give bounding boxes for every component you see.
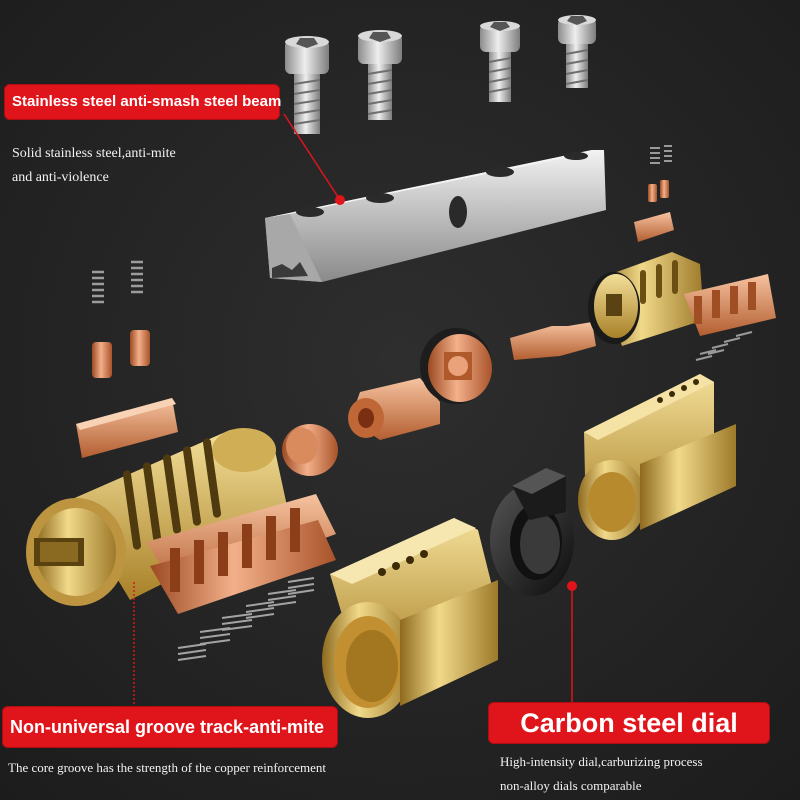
groove-callout-text: The core groove has the strength of the … [8, 760, 327, 775]
dial-pointer-dot [567, 581, 577, 591]
beam-callout-text-line1: Solid stainless steel,anti-mite [12, 146, 176, 161]
brass-plug-right [588, 252, 704, 346]
groove-callout-title: Non-universal groove track-anti-mite [2, 706, 338, 748]
springs-left [92, 260, 143, 304]
copper-bar-left [76, 398, 178, 458]
springs-top-right [650, 145, 672, 164]
carbon-steel-dial [490, 468, 574, 596]
beam-callout-text-line2: and anti-violence [12, 170, 109, 185]
beam-pointer-line [283, 113, 341, 201]
screw-4 [558, 15, 596, 88]
dial-callout-title: Carbon steel dial [488, 702, 770, 744]
stainless-steel-beam [265, 150, 606, 282]
screw-2 [358, 30, 402, 120]
springs-front [177, 577, 315, 661]
copper-cam [348, 378, 440, 440]
copper-clutch-ring [420, 328, 492, 404]
brass-housing-front [322, 518, 498, 718]
springs-right [695, 331, 753, 361]
beam-pointer-dot [335, 195, 345, 205]
dial-callout-text-line1: High-intensity dial,carburizing process [500, 754, 703, 769]
dial-callout-text-line2: non-alloy dials comparable [500, 778, 642, 793]
pins-left [92, 330, 150, 378]
copper-pins-right [684, 274, 776, 336]
screw-1 [285, 36, 329, 134]
pins-top-right [634, 180, 674, 242]
copper-disc [282, 424, 338, 476]
brass-housing-right [578, 374, 736, 540]
beam-callout-title: Stainless steel anti-smash steel beam [4, 84, 281, 120]
copper-tumblers-front [146, 494, 336, 614]
brass-plug-main [26, 428, 290, 606]
screw-3 [480, 21, 520, 102]
copper-slider [510, 322, 596, 360]
